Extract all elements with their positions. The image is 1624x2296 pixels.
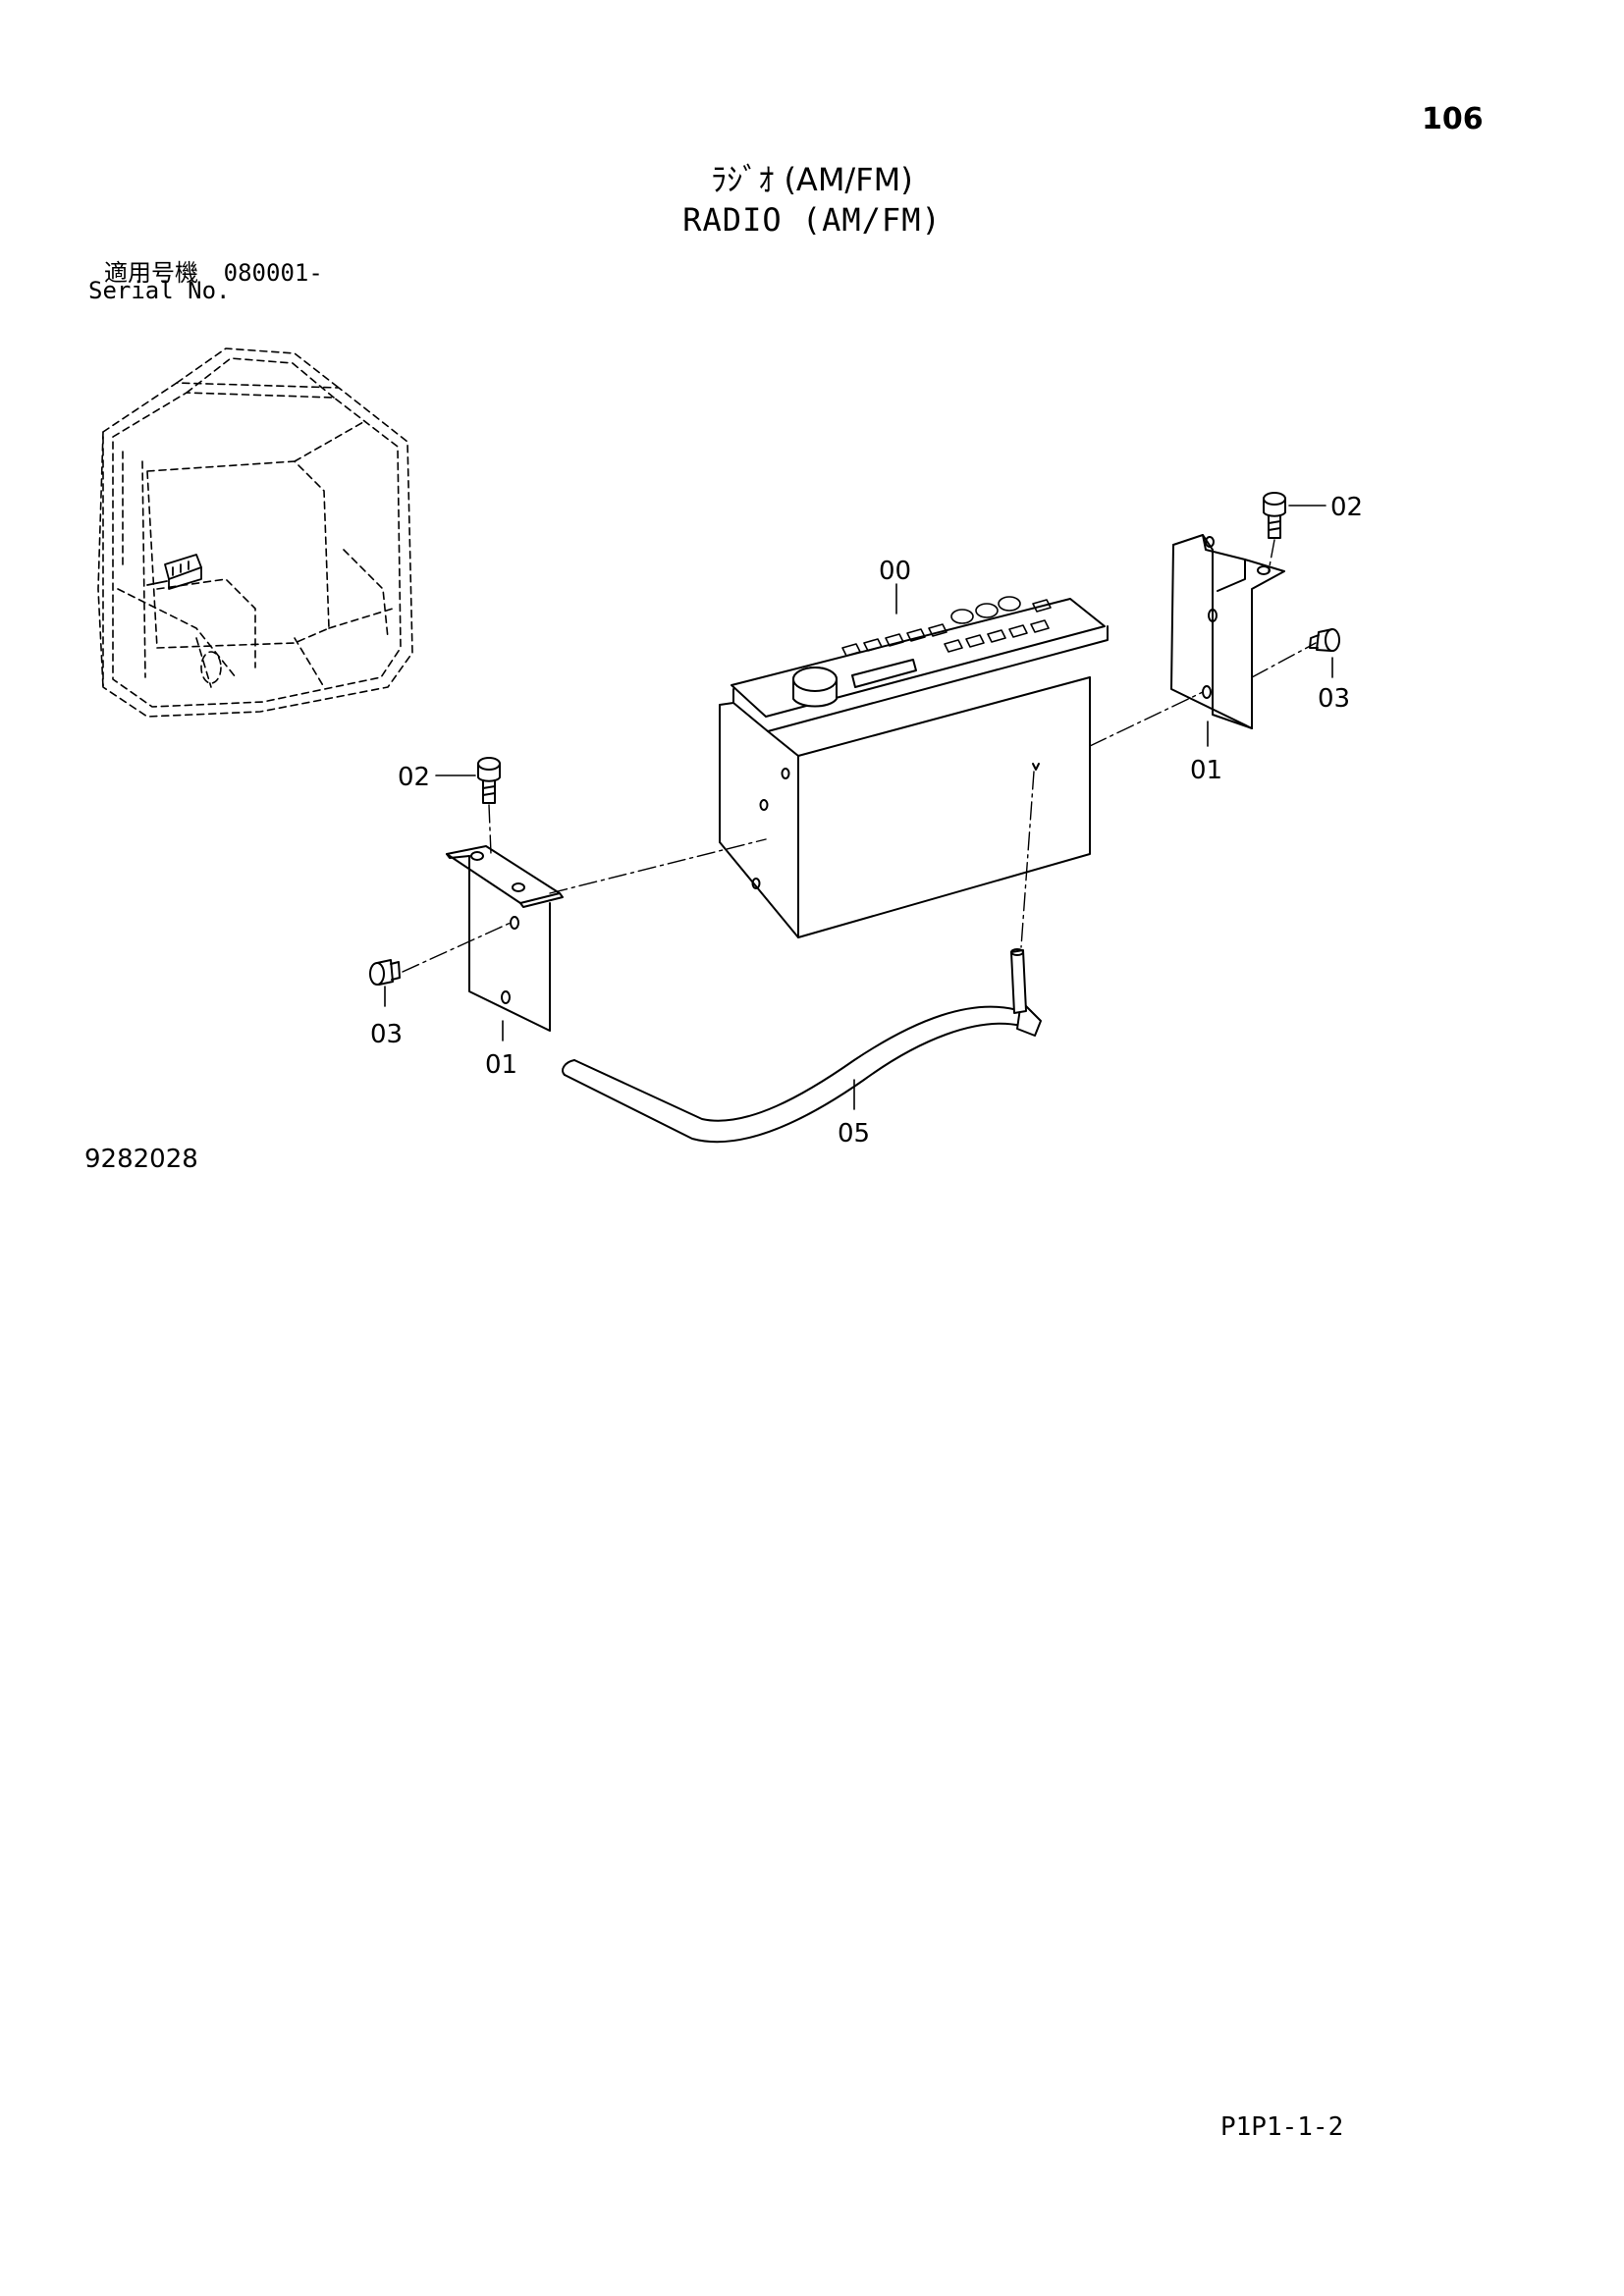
- page-title-japanese: ﾗｼﾞｵ (AM/FM): [711, 161, 913, 198]
- drawing-number: 9282028: [84, 1145, 198, 1174]
- right-screw: [1309, 628, 1340, 652]
- antenna-cable: [562, 948, 1042, 1144]
- serial-value: 080001-: [223, 259, 323, 287]
- assembly-lines: [402, 539, 1317, 973]
- callout-left-screw: 03: [370, 1020, 403, 1049]
- serial-label-english: Serial No.: [88, 277, 231, 304]
- serial-label-jp-text: 適用号機: [104, 259, 198, 287]
- page-number: 106: [1422, 102, 1484, 136]
- serial-label-japanese: 適用号機 080001-: [104, 253, 323, 288]
- callout-antenna-cable: 05: [838, 1119, 870, 1148]
- left-bolt: [477, 757, 501, 804]
- callout-radio-unit: 00: [879, 557, 911, 586]
- radio-location-marker: [146, 554, 202, 590]
- left-bracket: [446, 845, 564, 1032]
- callout-right-bracket: 01: [1190, 756, 1222, 785]
- right-bracket: [1170, 534, 1285, 729]
- footer-code: P1P1-1-2: [1220, 2112, 1344, 2142]
- page-title-english: RADIO (AM/FM): [682, 201, 942, 239]
- callout-right-bolt: 02: [1330, 493, 1363, 522]
- leader-lines: [384, 505, 1333, 1110]
- callout-right-screw: 03: [1318, 684, 1350, 714]
- cab-location-sketch: [97, 347, 413, 718]
- callout-left-bracket: 01: [485, 1050, 517, 1080]
- left-screw: [369, 959, 401, 986]
- right-bolt: [1263, 492, 1286, 539]
- radio-unit: [719, 596, 1109, 938]
- callout-left-bolt: 02: [398, 763, 430, 792]
